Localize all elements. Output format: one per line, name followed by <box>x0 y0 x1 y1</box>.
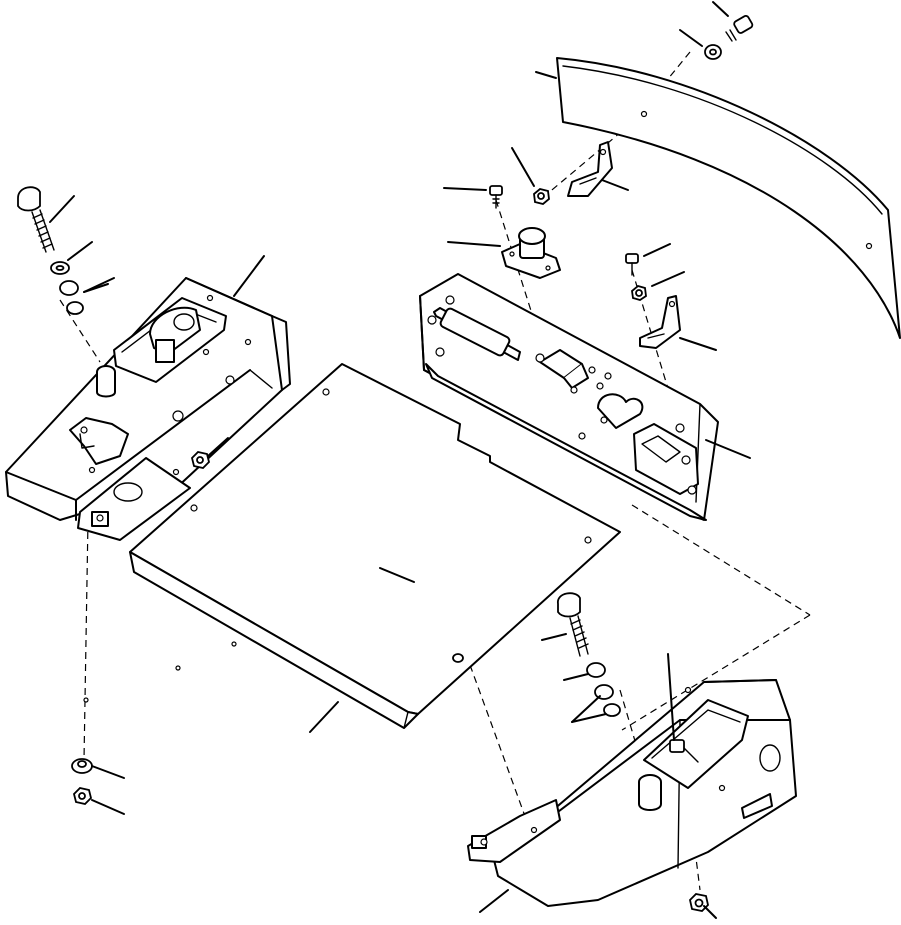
leader-line <box>83 283 109 293</box>
leader-line <box>571 713 607 723</box>
leader-line <box>49 195 75 223</box>
leader-line <box>207 437 229 457</box>
leader-line <box>511 147 535 187</box>
leader-line <box>479 889 509 913</box>
leader-line <box>91 765 125 779</box>
left-pod-housing <box>5 277 291 541</box>
leader-line <box>703 905 717 919</box>
bolt-top-icon <box>725 15 754 42</box>
left-tall-bolt-icon <box>17 186 55 253</box>
leader-line <box>91 799 125 815</box>
leader-line <box>67 241 93 261</box>
leader-line <box>667 653 675 741</box>
side-nut-icon <box>631 285 647 301</box>
leader-line <box>679 337 717 351</box>
leader-line <box>601 179 629 191</box>
nut-icon <box>533 188 550 205</box>
spacer-icon-2 <box>66 301 84 315</box>
leader-line <box>679 29 703 47</box>
leader-line <box>309 701 339 733</box>
curved-shield <box>556 57 901 339</box>
floor-plate <box>83 363 621 729</box>
leader-line <box>705 439 751 459</box>
leader-line <box>563 673 589 681</box>
right-pod-housing <box>467 679 797 907</box>
leader-line <box>541 633 567 641</box>
leader-line <box>643 243 671 257</box>
callout-leaders <box>49 1 751 919</box>
side-bolt-icon <box>625 253 639 276</box>
side-bracket <box>639 295 681 349</box>
shield-bracket <box>567 141 613 197</box>
bottom-left-nut-icon <box>71 758 93 774</box>
leader-line <box>651 271 685 287</box>
right-washer-icon <box>586 662 606 678</box>
leader-line <box>443 187 487 191</box>
bumper-post-icon <box>501 227 561 279</box>
bottom-left-locknut-icon <box>73 787 92 805</box>
right-spacer-icon-2 <box>603 703 621 717</box>
leader-line <box>233 255 265 297</box>
spacer-icon <box>59 280 79 296</box>
leader-line <box>447 241 501 247</box>
hardware-set <box>17 15 754 912</box>
rear-mount-bracket <box>419 273 719 521</box>
leader-line <box>571 695 601 723</box>
leader-line <box>712 1 729 17</box>
leader-line <box>379 567 415 583</box>
right-tall-bolt-icon <box>557 592 589 657</box>
small-bolt-icon <box>489 185 503 209</box>
leader-line <box>535 71 557 79</box>
